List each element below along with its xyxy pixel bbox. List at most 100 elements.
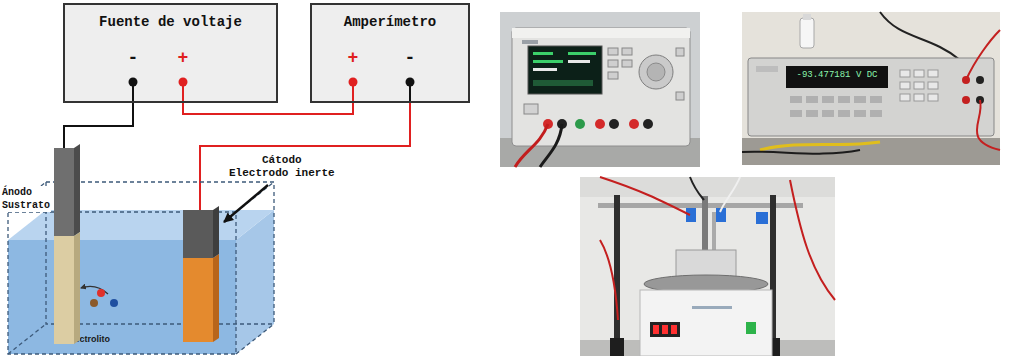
- stirrer-setup-photo-part: [690, 177, 704, 200]
- stirrer-setup-photo-part: [614, 195, 620, 356]
- multimeter-photo-part: [928, 70, 938, 77]
- multimeter-photo-part: [962, 96, 970, 104]
- power-supply-photo-part: [595, 119, 605, 129]
- electrode-side: [74, 144, 80, 236]
- multimeter-photo-part: [914, 82, 924, 89]
- tank-back-hidden-edge: [46, 182, 274, 324]
- terminal-sign: -: [128, 48, 139, 68]
- multimeter-photo-part: [914, 94, 924, 101]
- power-supply-photo-part: [608, 72, 618, 79]
- power-supply-photo-part: [629, 119, 639, 129]
- multimeter-photo-part: [914, 70, 924, 77]
- stirrer-setup-photo-part: [686, 208, 696, 222]
- power-supply-photo-part: [647, 63, 665, 81]
- multimeter-photo-part: [760, 142, 880, 150]
- electrolyte-tank: ElectrolitoÁnodoSustratoCátodoElectrodo …: [8, 182, 276, 356]
- stirrer-setup-photo-part: [580, 177, 835, 197]
- multimeter-photo-part: [800, 18, 814, 48]
- multimeter-photo-part: [900, 82, 910, 89]
- multimeter-photo-part: [786, 66, 888, 88]
- ammeter-fill: [310, 3, 470, 103]
- stirrer-setup-photo-part: [600, 177, 690, 215]
- multimeter-photo-part: [900, 94, 910, 101]
- power-supply-photo-part: [568, 60, 590, 63]
- multimeter-photo: [742, 12, 1000, 165]
- electrode-top: [54, 148, 74, 236]
- anode-electrode: ÁnodoSustrato: [54, 148, 80, 344]
- power-supply-photo-part: [568, 52, 596, 55]
- terminal-sign: -: [405, 48, 416, 68]
- multimeter-photo-part: [803, 14, 811, 20]
- ion-dot: [97, 289, 105, 297]
- power-supply-photo-part: [575, 119, 585, 129]
- ion-dot: [90, 299, 98, 307]
- stirrer-setup-photo-part: [640, 290, 772, 356]
- stirrer-setup-photo-part: [662, 325, 668, 334]
- multimeter-photo-part: [742, 12, 1000, 165]
- power-supply-photo-part: [512, 28, 690, 38]
- power-supply-photo-part: [643, 119, 653, 129]
- multimeter-photo-part: [966, 30, 1000, 80]
- tank-corner-edge: [8, 324, 46, 354]
- stirrer-setup-photo-part: [756, 212, 768, 224]
- multimeter-photo-part: [838, 96, 850, 103]
- voltage-source-box: Fuente de voltaje: [63, 3, 278, 103]
- stirrer-setup-photo-part: [650, 322, 680, 337]
- multimeter-photo-part: [742, 138, 1000, 165]
- power-supply-photo-part: [676, 48, 684, 56]
- electrode-name: Ánodo: [2, 186, 50, 199]
- terminal-sign: +: [178, 48, 189, 68]
- electrode-body: [54, 236, 74, 344]
- power-supply-photo-part: [528, 46, 602, 94]
- multimeter-photo-part: [838, 110, 850, 117]
- leader-arrow: [224, 185, 268, 222]
- stirrer-setup-photo-part: [600, 240, 618, 320]
- stirrer-setup-photo: [580, 177, 835, 356]
- multimeter-photo-part: [748, 58, 994, 136]
- ammeter-box: Amperímetro: [310, 3, 470, 103]
- meter-reading: -93.477181 V DC: [796, 70, 877, 80]
- cathode-electrode: CátodoElectrodo inerte: [183, 210, 219, 342]
- multimeter-photo-part: [854, 110, 866, 117]
- terminal-part: [129, 78, 138, 87]
- power-supply-photo-part: [639, 55, 673, 89]
- box-title: Amperímetro: [312, 5, 468, 30]
- terminal-sign: +: [348, 48, 359, 68]
- stirrer-setup-photo-part: [746, 322, 756, 334]
- power-supply-photo-part: [608, 60, 618, 67]
- terminal-part: [349, 78, 358, 87]
- ion-dot: [110, 299, 118, 307]
- tank-corner-edge: [236, 324, 274, 354]
- electrode-name: Cátodo: [229, 154, 335, 167]
- power-supply-photo-part: [524, 104, 538, 114]
- multimeter-photo-part: [854, 96, 866, 103]
- power-supply-photo-part: [522, 40, 538, 44]
- multimeter-photo-part: [790, 96, 802, 103]
- multimeter-photo-part: [822, 110, 834, 117]
- multimeter-photo-part: [756, 66, 778, 72]
- multimeter-photo-part: [742, 150, 860, 154]
- stirrer-setup-photo-part: [580, 177, 835, 356]
- electrode-name: Electrodo inerte: [229, 167, 335, 180]
- multimeter-photo-part: [870, 110, 882, 117]
- stirrer-setup-photo-part: [671, 325, 677, 334]
- cathode-shape: [183, 210, 219, 342]
- stirrer-setup-photo-part: [610, 338, 624, 356]
- power-supply-photo-part: [512, 28, 690, 146]
- multimeter-photo-part: [928, 94, 938, 101]
- power-supply-photo-part: [676, 92, 684, 100]
- wire: [200, 103, 410, 210]
- power-supply-photo-part: [540, 124, 562, 167]
- terminal-part: [406, 78, 415, 87]
- electrode-side: [74, 232, 80, 344]
- multimeter-photo-part: [880, 12, 960, 60]
- wire: [183, 103, 353, 114]
- stirrer-setup-photo-part: [720, 177, 740, 212]
- wire: [64, 103, 133, 148]
- electrode-label: ÁnodoSustrato: [1, 186, 51, 212]
- stirrer-setup-photo-part: [653, 325, 659, 334]
- stirrer-setup-photo-part: [692, 306, 732, 309]
- power-supply-photo-part: [622, 60, 632, 67]
- multimeter-photo-part: [977, 100, 1000, 150]
- multimeter-photo-part: [900, 70, 910, 77]
